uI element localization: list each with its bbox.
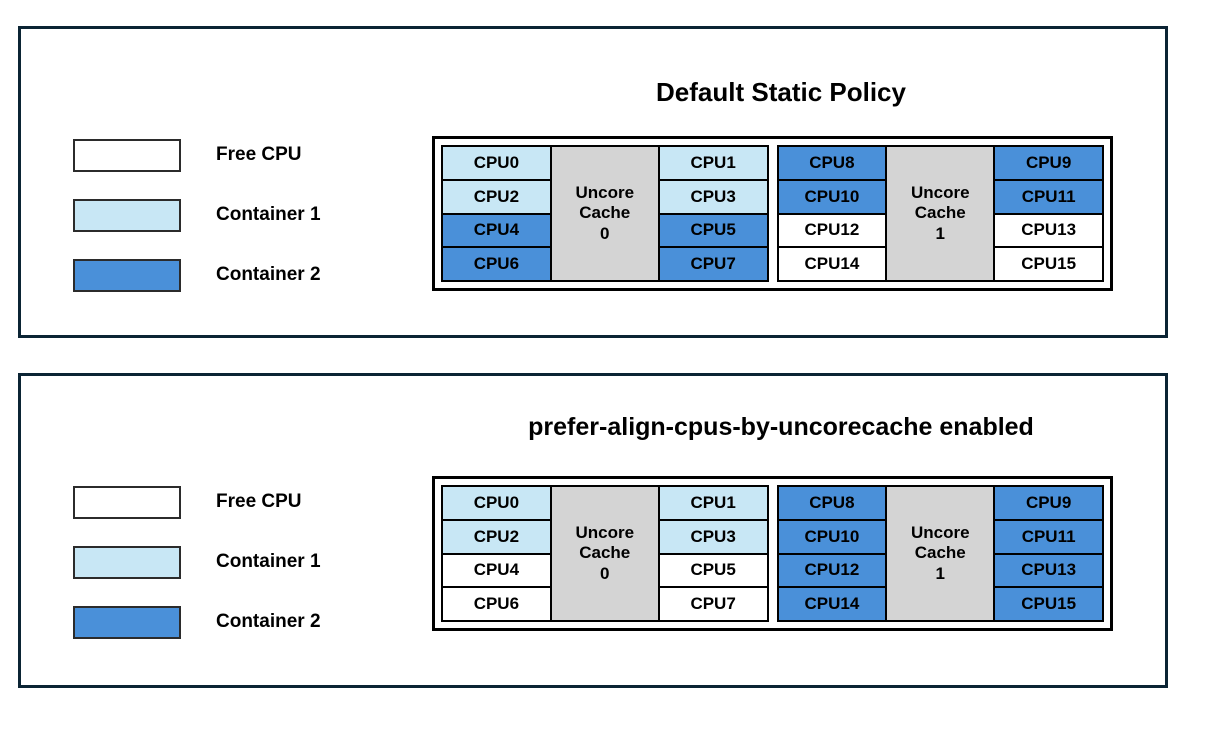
panel-default-static-policy: Default Static Policy Free CPU Container… bbox=[18, 26, 1168, 338]
cpu-cell: CPU3 bbox=[659, 180, 767, 215]
cpu-column-left: CPU0 CPU2 CPU4 CPU6 bbox=[443, 147, 550, 280]
cpu-topology-diagram: CPU0 CPU2 CPU4 CPU6 Uncore Cache 0 CPU1 … bbox=[432, 476, 1113, 631]
uncore-cache-line-1: Uncore bbox=[575, 523, 635, 543]
cpu-cell: CPU14 bbox=[778, 588, 886, 620]
cpu-column-right: CPU9 CPU11 CPU13 CPU15 bbox=[995, 487, 1102, 620]
uncore-cache-line-3: 1 bbox=[935, 223, 945, 243]
legend-label-container-1: Container 1 bbox=[216, 204, 321, 225]
cpu-cell: CPU15 bbox=[995, 588, 1102, 620]
uncore-cache-line-1: Uncore bbox=[910, 183, 970, 203]
uncore-cache-group-0: CPU0 CPU2 CPU4 CPU6 Uncore Cache 0 CPU1 … bbox=[441, 485, 769, 622]
uncore-cache-group-0: CPU0 CPU2 CPU4 CPU6 Uncore Cache 0 CPU1 … bbox=[441, 145, 769, 282]
cpu-cell: CPU4 bbox=[443, 214, 550, 249]
legend-label-container-2: Container 2 bbox=[216, 611, 321, 632]
cpu-cell: CPU9 bbox=[995, 487, 1102, 521]
cpu-cell: CPU2 bbox=[443, 520, 550, 555]
uncore-cache-line-2: Cache bbox=[914, 203, 966, 223]
uncore-cache-line-1: Uncore bbox=[575, 183, 635, 203]
cpu-cell: CPU15 bbox=[995, 248, 1102, 280]
legend-swatch-container-2 bbox=[73, 605, 181, 639]
cpu-cell: CPU11 bbox=[995, 520, 1102, 555]
cpu-column-left: CPU0 CPU2 CPU4 CPU6 bbox=[443, 487, 550, 620]
legend-item-container-2: Container 2 bbox=[73, 592, 321, 652]
legend-label-container-1: Container 1 bbox=[216, 551, 321, 572]
uncore-cache-label: Uncore Cache 1 bbox=[885, 487, 996, 620]
cpu-cell: CPU7 bbox=[659, 588, 767, 620]
legend-item-container-1: Container 1 bbox=[73, 185, 321, 245]
uncore-cache-label: Uncore Cache 0 bbox=[549, 487, 660, 620]
uncore-cache-line-3: 0 bbox=[600, 223, 610, 243]
uncore-cache-line-1: Uncore bbox=[910, 523, 970, 543]
uncore-cache-group-1: CPU8 CPU10 CPU12 CPU14 Uncore Cache 1 CP… bbox=[776, 485, 1104, 622]
cpu-cell: CPU7 bbox=[659, 248, 767, 280]
cpu-column-left: CPU8 CPU10 CPU12 CPU14 bbox=[778, 147, 886, 280]
cpu-cell: CPU0 bbox=[443, 487, 550, 521]
cpu-cell: CPU13 bbox=[995, 214, 1102, 249]
cpu-cell: CPU5 bbox=[659, 214, 767, 249]
legend-item-container-1: Container 1 bbox=[73, 532, 321, 592]
panel-prefer-align-cpus-by-uncorecache: prefer-align-cpus-by-uncorecache enabled… bbox=[18, 373, 1168, 688]
cpu-cell: CPU9 bbox=[995, 147, 1102, 181]
legend-item-container-2: Container 2 bbox=[73, 245, 321, 305]
legend-label-container-2: Container 2 bbox=[216, 264, 321, 285]
uncore-cache-line-2: Cache bbox=[579, 543, 631, 563]
cpu-cell: CPU12 bbox=[778, 214, 886, 249]
cpu-cell: CPU13 bbox=[995, 554, 1102, 589]
cpu-cell: CPU11 bbox=[995, 180, 1102, 215]
legend-swatch-container-2 bbox=[73, 258, 181, 292]
cpu-cell: CPU12 bbox=[778, 554, 886, 589]
cpu-cell: CPU1 bbox=[659, 487, 767, 521]
cpu-column-right: CPU1 CPU3 CPU5 CPU7 bbox=[659, 147, 767, 280]
uncore-cache-line-3: 0 bbox=[600, 563, 610, 583]
cpu-cell: CPU2 bbox=[443, 180, 550, 215]
legend-item-free-cpu: Free CPU bbox=[73, 472, 321, 532]
cpu-cell: CPU10 bbox=[778, 520, 886, 555]
uncore-cache-label: Uncore Cache 0 bbox=[549, 147, 660, 280]
cpu-cell: CPU8 bbox=[778, 487, 886, 521]
legend-label-free-cpu: Free CPU bbox=[216, 491, 302, 512]
page-title: Default Static Policy bbox=[656, 77, 906, 107]
cpu-cell: CPU3 bbox=[659, 520, 767, 555]
legend-item-free-cpu: Free CPU bbox=[73, 125, 321, 185]
legend-swatch-free-cpu bbox=[73, 138, 181, 172]
legend-label-free-cpu: Free CPU bbox=[216, 144, 302, 165]
uncore-cache-line-2: Cache bbox=[579, 203, 631, 223]
cpu-column-right: CPU1 CPU3 CPU5 CPU7 bbox=[659, 487, 767, 620]
uncore-cache-line-3: 1 bbox=[935, 563, 945, 583]
uncore-cache-group-1: CPU8 CPU10 CPU12 CPU14 Uncore Cache 1 CP… bbox=[776, 145, 1104, 282]
page-title: prefer-align-cpus-by-uncorecache enabled bbox=[528, 413, 1034, 441]
cpu-column-right: CPU9 CPU11 CPU13 CPU15 bbox=[995, 147, 1102, 280]
legend-swatch-free-cpu bbox=[73, 485, 181, 519]
legend: Free CPU Container 1 Container 2 bbox=[73, 472, 321, 652]
cpu-cell: CPU8 bbox=[778, 147, 886, 181]
cpu-cell: CPU1 bbox=[659, 147, 767, 181]
legend-swatch-container-1 bbox=[73, 198, 181, 232]
legend-swatch-container-1 bbox=[73, 545, 181, 579]
uncore-cache-line-2: Cache bbox=[914, 543, 966, 563]
cpu-cell: CPU0 bbox=[443, 147, 550, 181]
legend: Free CPU Container 1 Container 2 bbox=[73, 125, 321, 305]
cpu-cell: CPU10 bbox=[778, 180, 886, 215]
cpu-cell: CPU5 bbox=[659, 554, 767, 589]
cpu-cell: CPU6 bbox=[443, 248, 550, 280]
cpu-cell: CPU4 bbox=[443, 554, 550, 589]
cpu-cell: CPU6 bbox=[443, 588, 550, 620]
cpu-cell: CPU14 bbox=[778, 248, 886, 280]
cpu-topology-diagram: CPU0 CPU2 CPU4 CPU6 Uncore Cache 0 CPU1 … bbox=[432, 136, 1113, 291]
uncore-cache-label: Uncore Cache 1 bbox=[885, 147, 996, 280]
cpu-column-left: CPU8 CPU10 CPU12 CPU14 bbox=[778, 487, 886, 620]
